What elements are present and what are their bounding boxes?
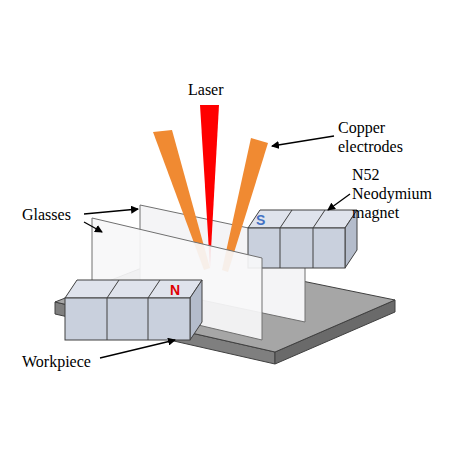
leader-lines — [84, 136, 350, 358]
magnet-label: N52 Neodymium magnet — [352, 165, 447, 222]
pole-label: S — [256, 212, 272, 228]
electrode-label: Copper electrodes — [338, 118, 433, 156]
glasses-label: Glasses — [22, 205, 92, 224]
laser-label: Laser — [188, 80, 248, 99]
magnet-left — [65, 280, 202, 340]
pole-label: N — [170, 282, 186, 298]
workpiece-label: Workpiece — [22, 352, 112, 371]
magnet-right — [248, 210, 357, 268]
